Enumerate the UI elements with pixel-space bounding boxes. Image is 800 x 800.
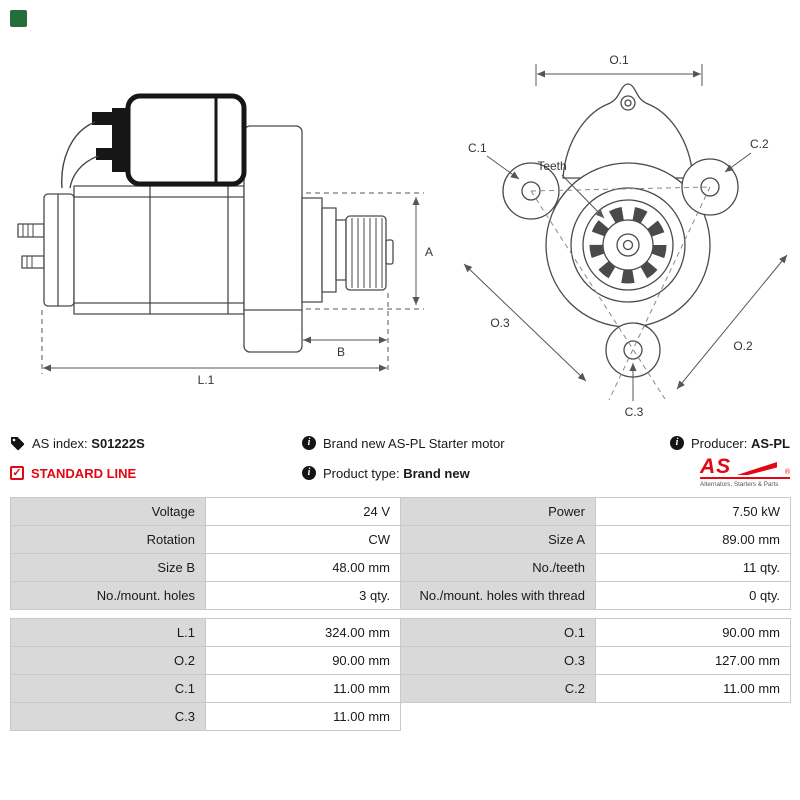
spec-value: 89.00 mm (596, 526, 791, 554)
check-icon: ✓ (10, 466, 24, 480)
producer-value: AS-PL (751, 435, 790, 451)
front-view-drawing: O.1 C.1 C.2 Teeth O.3 O.2 C.3 (463, 53, 788, 419)
spec-value: 127.00 mm (596, 647, 791, 675)
spec-label: Rotation (11, 526, 206, 554)
dim-label-c2: C.2 (750, 137, 769, 151)
spec-value: 7.50 kW (596, 498, 791, 526)
wire (69, 155, 99, 189)
info-icon: i (670, 436, 684, 450)
dim-label-o3: O.3 (490, 316, 510, 330)
standard-line-label: STANDARD LINE (31, 465, 137, 481)
dim-label-c3: C.3 (625, 405, 644, 419)
spec-label: C.2 (401, 675, 596, 703)
pinion-gear (345, 215, 394, 291)
product-type: i Product type: Brand new (302, 466, 660, 481)
registered-mark: ® (784, 468, 790, 476)
spec-label: Voltage (11, 498, 206, 526)
gear-face (570, 187, 686, 303)
teeth-label: Teeth (537, 159, 566, 173)
product-line: ✓ STANDARD LINE (10, 466, 302, 481)
spec-label: O.3 (401, 647, 596, 675)
tag-icon (11, 436, 25, 450)
dim-label-o2: O.2 (733, 339, 753, 353)
wire (61, 121, 96, 189)
aspl-logo-swoosh-icon (737, 461, 777, 475)
product-info-band: AS index: S01222S i Brand new AS-PL Star… (10, 428, 790, 488)
spec-value: 11 qty. (596, 554, 791, 582)
aspl-logo-bar (700, 476, 790, 480)
spec-empty-cell (401, 703, 596, 731)
aspl-logo-tagline: Alternators, Starters & Parts (700, 481, 779, 489)
spec-value: 11.00 mm (206, 703, 401, 731)
spec-label: No./teeth (401, 554, 596, 582)
brand-logo-slot: AS ® Alternators, Starters & Parts (660, 454, 790, 489)
as-index-label: AS index: (32, 435, 88, 451)
spec-label: O.2 (11, 647, 206, 675)
product-description: i Brand new AS-PL Starter motor (302, 436, 660, 451)
producer-text: Producer: AS-PL (691, 436, 790, 451)
mounting-flange (502, 83, 739, 378)
spec-label: Power (401, 498, 596, 526)
producer-label: Producer: (691, 435, 748, 451)
as-index-text: AS index: S01222S (32, 436, 145, 451)
description-text: Brand new AS-PL Starter motor (323, 435, 505, 451)
dim-label-o1: O.1 (609, 53, 629, 67)
spec-table-dimensions: L.1 324.00 mm O.1 90.00 mm O.2 90.00 mm … (10, 618, 791, 731)
info-icon: i (302, 466, 316, 480)
technical-drawings: A B L.1 (17, 53, 788, 419)
product-type-value: Brand new (403, 465, 470, 481)
as-index-value: S01222S (91, 435, 145, 451)
spec-value: 90.00 mm (206, 647, 401, 675)
info-row-2: ✓ STANDARD LINE i Product type: Brand ne… (10, 454, 790, 489)
dim-label-b: B (337, 345, 345, 359)
spec-value: 11.00 mm (206, 675, 401, 703)
spec-value: 90.00 mm (596, 619, 791, 647)
spec-value: 24 V (206, 498, 401, 526)
spec-value: 48.00 mm (206, 554, 401, 582)
solenoid-terminal (96, 148, 114, 160)
spec-label: C.1 (11, 675, 206, 703)
aspl-logo-text: AS (700, 454, 732, 478)
producer: i Producer: AS-PL (660, 436, 790, 451)
spec-value: 324.00 mm (206, 619, 401, 647)
solenoid-terminal (92, 112, 114, 125)
aspl-logo: AS ® Alternators, Starters & Parts (700, 454, 790, 489)
side-dimension-lines (41, 192, 424, 374)
spec-value: 3 qty. (206, 582, 401, 610)
spec-value: 0 qty. (596, 582, 791, 610)
spec-label: No./mount. holes with thread (401, 582, 596, 610)
info-row-1: AS index: S01222S i Brand new AS-PL Star… (10, 428, 790, 458)
info-icon: i (302, 436, 316, 450)
side-view-drawing: A B L.1 (17, 93, 433, 387)
spec-value: CW (206, 526, 401, 554)
front-dimension-lines (463, 64, 788, 401)
dim-label-c1: C.1 (468, 141, 487, 155)
spec-tables: Voltage 24 V Power 7.50 kW Rotation CW S… (10, 497, 791, 731)
aspl-logo-row: AS ® (700, 454, 790, 478)
product-type-text: Product type: Brand new (323, 466, 470, 481)
spec-label: Size A (401, 526, 596, 554)
construction-lines (530, 186, 711, 401)
spec-value: 11.00 mm (596, 675, 791, 703)
spec-label: No./mount. holes (11, 582, 206, 610)
green-corner-icon (10, 10, 27, 27)
spec-label: Size B (11, 554, 206, 582)
dim-label-a: A (425, 245, 433, 259)
spec-label: O.1 (401, 619, 596, 647)
spec-label: L.1 (11, 619, 206, 647)
spec-table-main: Voltage 24 V Power 7.50 kW Rotation CW S… (10, 497, 791, 610)
as-index: AS index: S01222S (10, 436, 302, 451)
spec-label: C.3 (11, 703, 206, 731)
product-type-label: Product type: (323, 465, 400, 481)
dim-label-l1: L.1 (198, 373, 215, 387)
solenoid (61, 93, 247, 189)
spec-empty-cell (596, 703, 791, 731)
starter-motor-body (17, 125, 394, 353)
